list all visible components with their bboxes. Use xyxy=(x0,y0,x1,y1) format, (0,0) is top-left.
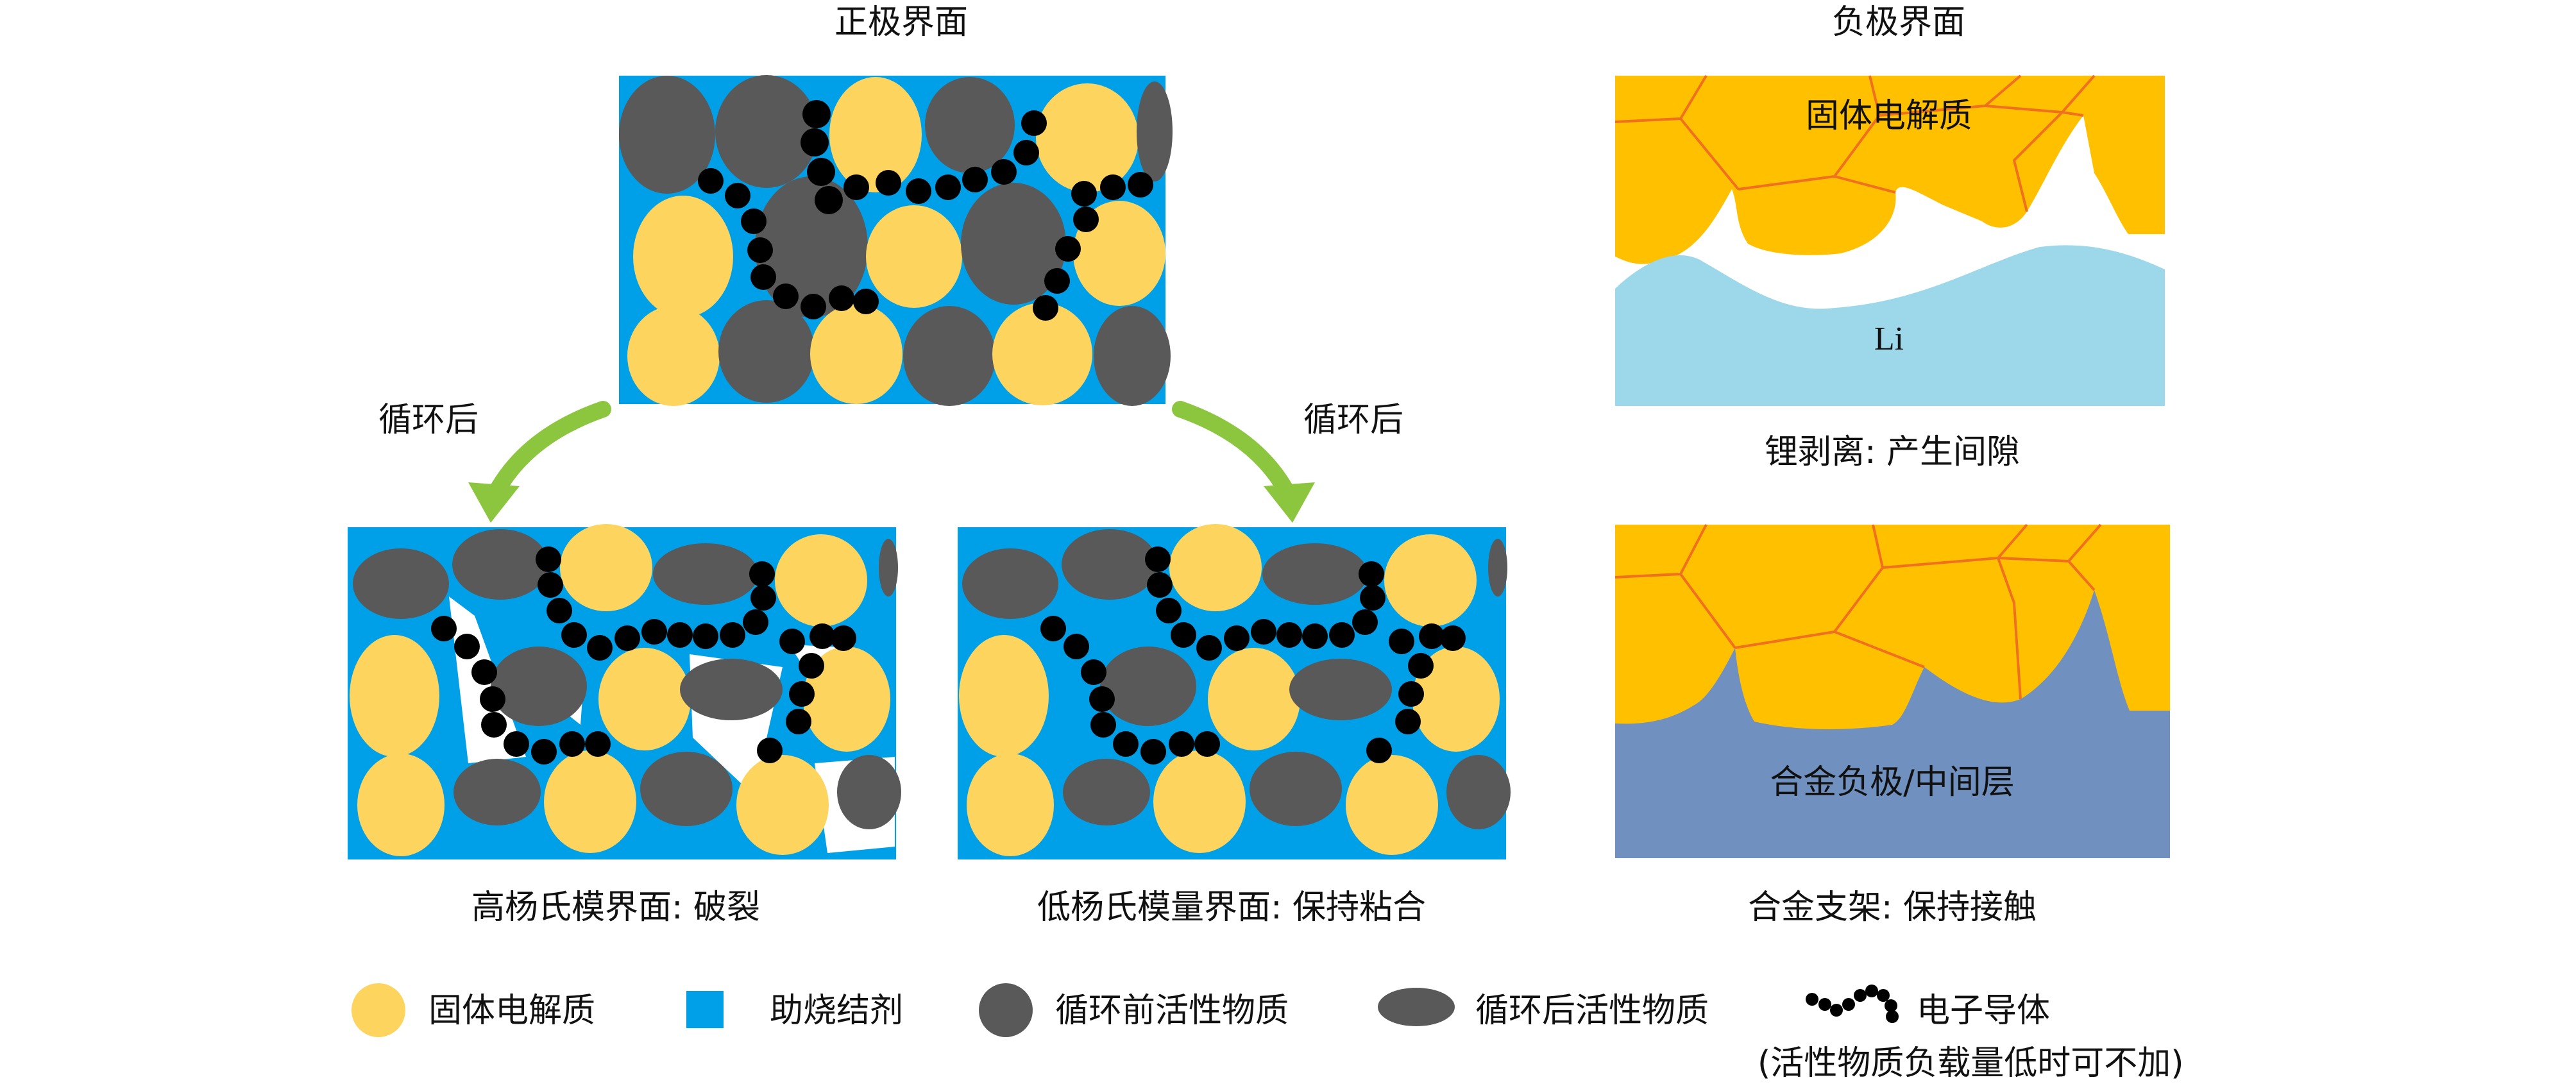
li-label: Li xyxy=(1874,321,1904,357)
high-modulus-conductor-chain xyxy=(431,546,856,765)
high-modulus-panel xyxy=(348,524,901,859)
gray-circle-icon xyxy=(979,983,1033,1037)
low-modulus-conductor-chain xyxy=(1040,546,1466,765)
yellow-circle-icon xyxy=(352,983,405,1037)
alloy-anode-panel xyxy=(1614,523,2170,858)
cathode-pristine-panel xyxy=(619,75,1173,406)
anode-electrolyte-label: 固体电解质 xyxy=(1806,97,1972,135)
anode-title: 负极界面 xyxy=(1832,3,1965,42)
pristine-particles xyxy=(619,75,1173,406)
gray-ellipse-icon xyxy=(1378,988,1455,1026)
stripping-caption: 锂剥离: 产生间隙 xyxy=(1765,433,2020,471)
alloy-caption: 合金支架: 保持接触 xyxy=(1748,888,2037,927)
cathode-title: 正极界面 xyxy=(835,3,968,42)
arrow-right xyxy=(1172,401,1315,523)
arrow-left-label: 循环后 xyxy=(378,401,479,439)
arrow-right-label: 循环后 xyxy=(1303,401,1403,439)
legend-label-cycled-active: 循环后活性物质 xyxy=(1475,992,1709,1030)
high-modulus-particles xyxy=(350,524,901,856)
low-modulus-caption: 低杨氏模量界面: 保持粘合 xyxy=(1037,888,1426,927)
anode-stripping-panel xyxy=(1614,74,2165,406)
alloy-grain-borders xyxy=(1614,523,2102,700)
alloy-label: 合金负极/中间层 xyxy=(1770,763,2015,802)
legend: 固体电解质 助烧结剂 循环前活性物质 循环后活性物质 电子导体 (活性物质负载量… xyxy=(352,983,2184,1083)
blue-square-icon xyxy=(686,991,724,1028)
legend-label-electrolyte: 固体电解质 xyxy=(428,992,595,1030)
bead-chain-icon xyxy=(1806,985,1899,1023)
legend-label-conductor: 电子导体 xyxy=(1917,992,2050,1030)
low-modulus-particles xyxy=(959,524,1511,856)
legend-label-pristine-active: 循环前活性物质 xyxy=(1055,992,1289,1030)
high-modulus-caption: 高杨氏模界面: 破裂 xyxy=(471,888,760,927)
stripping-grain-borders xyxy=(1614,74,2096,212)
low-modulus-panel xyxy=(958,524,1511,859)
legend-note: (活性物质负载量低时可不加) xyxy=(1758,1044,2184,1083)
pristine-conductor-chain xyxy=(698,100,1153,321)
legend-label-sinter-aid: 助烧结剂 xyxy=(770,992,903,1030)
arrow-left xyxy=(468,401,611,523)
